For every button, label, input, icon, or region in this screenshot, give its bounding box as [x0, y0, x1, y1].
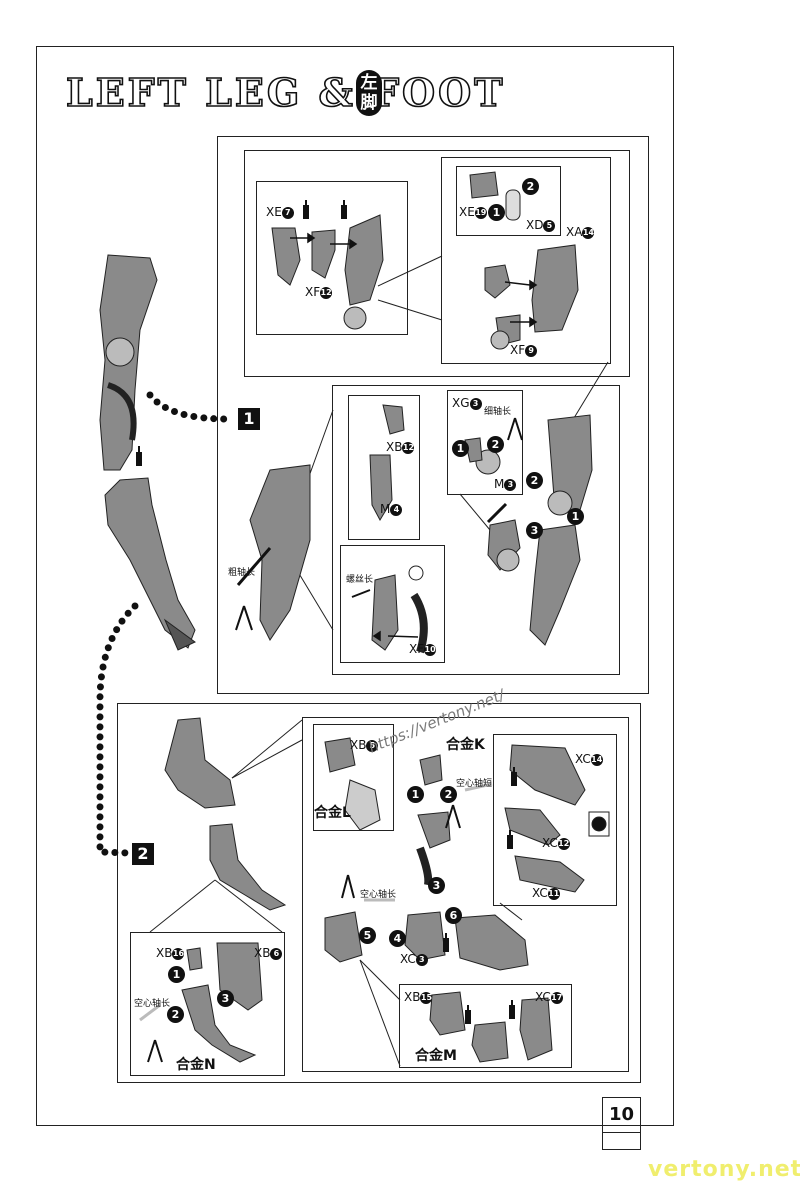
step2-marker-1a: 1	[407, 786, 424, 803]
glue-bottle-icon	[136, 446, 142, 466]
step2-marker-3b: 3	[217, 990, 234, 1007]
step2-marker-3a: 3	[428, 877, 445, 894]
step-number-1: 1	[238, 408, 260, 430]
step-marker-1a: 1	[488, 204, 505, 221]
label-xa14: XA14	[566, 225, 595, 239]
step2-marker-6: 6	[445, 907, 462, 924]
label-alloy-k: 合金K	[446, 737, 485, 753]
label-hollow-long-2: 空心轴长	[134, 999, 171, 1009]
step-marker-2c: 2	[526, 472, 543, 489]
label-xc12: XC12	[542, 836, 570, 850]
label-hollow-short: 空心轴短	[456, 779, 493, 789]
page-title: LEFT LEG & FOOT	[65, 69, 506, 116]
step2-marker-4: 4	[389, 930, 406, 947]
label-xc11: XC11	[532, 886, 560, 900]
label-screw-long: 螺丝长	[346, 575, 374, 585]
label-xc17: XC17	[535, 990, 563, 1004]
step-marker-1b: 1	[452, 440, 469, 457]
step2-marker-2b: 2	[167, 1006, 184, 1023]
label-xc14: XC14	[575, 752, 603, 766]
step-marker-2b: 2	[487, 436, 504, 453]
label-xf10: XF10	[409, 642, 437, 656]
step-marker-3a: 3	[526, 522, 543, 539]
step2-marker-1b: 1	[168, 966, 185, 983]
step-marker-1c: 1	[567, 508, 584, 525]
label-thick-axis: 粗轴长	[228, 568, 256, 578]
label-xb12: XB12	[386, 440, 415, 454]
footer-watermark: vertony.net	[648, 1157, 800, 1182]
label-xb16: XB16	[156, 946, 185, 960]
label-hollow-long: 空心轴长	[360, 890, 397, 900]
page-number: 10	[602, 1097, 641, 1133]
label-alloy-l: 合金L	[314, 805, 351, 821]
page-number-tab	[602, 1131, 641, 1150]
label-alloy-n: 合金N	[176, 1057, 216, 1073]
label-xb15: XB15	[404, 990, 433, 1004]
step2-marker-2a: 2	[440, 786, 457, 803]
label-xe19: XE19	[459, 205, 487, 219]
label-thin-axis: 细轴长	[484, 407, 512, 417]
label-alloy-m: 合金M	[415, 1048, 457, 1064]
step-marker-2a: 2	[522, 178, 539, 195]
label-xf12: XF12	[305, 285, 333, 299]
step-number-2: 2	[132, 843, 154, 865]
title-badge: 左脚	[356, 70, 382, 116]
step2-marker-5: 5	[359, 927, 376, 944]
